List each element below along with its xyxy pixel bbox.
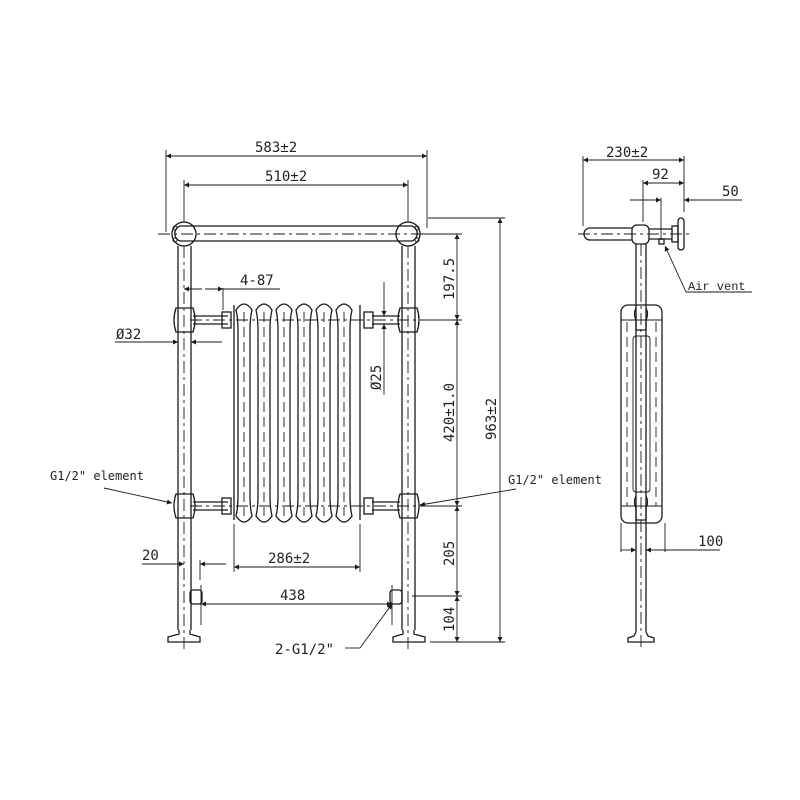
callout-inlets: 2-G1/2" <box>275 603 393 658</box>
dim-overall-width: 583±2 <box>165 140 428 232</box>
label-420: 420±1.0 <box>442 383 458 442</box>
left-leg <box>167 246 203 650</box>
right-leg <box>389 246 426 650</box>
label-2-g12: 2-G1/2" <box>275 642 334 658</box>
radiator-body <box>233 303 361 523</box>
label-d25: Ø25 <box>369 365 385 390</box>
label-element-right: G1/2" element <box>508 473 602 487</box>
callout-element-right: G1/2" element <box>419 473 602 507</box>
radiator-column <box>235 303 253 523</box>
label-286: 286±2 <box>268 551 310 567</box>
side-top-arm <box>578 217 690 251</box>
dim-depth-to-vent: 92 <box>642 167 684 222</box>
label-104: 104 <box>442 607 458 632</box>
top-rail <box>158 221 430 247</box>
radiator-column <box>335 303 353 523</box>
label-963: 963±2 <box>484 398 500 440</box>
label-d32: Ø32 <box>116 327 141 343</box>
label-100: 100 <box>698 534 723 550</box>
side-radiator <box>620 304 663 524</box>
dim-leg-diameter: Ø32 <box>115 327 222 345</box>
label-583: 583±2 <box>255 140 297 156</box>
label-510: 510±2 <box>265 169 307 185</box>
label-205: 205 <box>442 541 458 566</box>
radiator-column <box>295 303 313 523</box>
connector-pipes <box>190 311 440 515</box>
dim-overall-depth: 230±2 <box>582 145 685 226</box>
dim-radiator-width: 286±2 <box>233 524 361 572</box>
label-4-87: 4-87 <box>240 273 274 289</box>
dim-radiator-depth: 100 <box>620 523 723 553</box>
label-element-left: G1/2" element <box>50 469 144 483</box>
label-197-5: 197.5 <box>442 258 458 300</box>
label-50: 50 <box>722 184 739 200</box>
dim-vent-offset: 50 <box>630 184 742 240</box>
dim-right-stack: 197.5 420±1.0 963±2 205 104 <box>412 217 505 643</box>
label-20: 20 <box>142 548 159 564</box>
callout-air-vent: Air vent <box>664 245 752 294</box>
dim-connector-diameter: Ø25 <box>369 282 387 395</box>
radiator-column <box>255 303 273 523</box>
front-view: 583±2 510±2 197.5 420±1.0 963±2 205 <box>50 140 602 658</box>
dim-leg-offset: 20 <box>142 548 226 580</box>
radiator-column <box>315 303 333 523</box>
dim-inlet-centres: 438 <box>200 585 393 625</box>
label-230: 230±2 <box>606 145 648 161</box>
dim-rail-centres: 510±2 <box>183 169 409 222</box>
side-view: 230±2 92 50 Air vent 100 <box>578 145 752 650</box>
dim-leg-gap: 4-87 <box>184 273 280 310</box>
label-92: 92 <box>652 167 669 183</box>
radiator-column <box>275 303 293 523</box>
label-438: 438 <box>280 588 305 604</box>
callout-element-left: G1/2" element <box>50 469 173 505</box>
label-air-vent: Air vent <box>688 280 746 294</box>
